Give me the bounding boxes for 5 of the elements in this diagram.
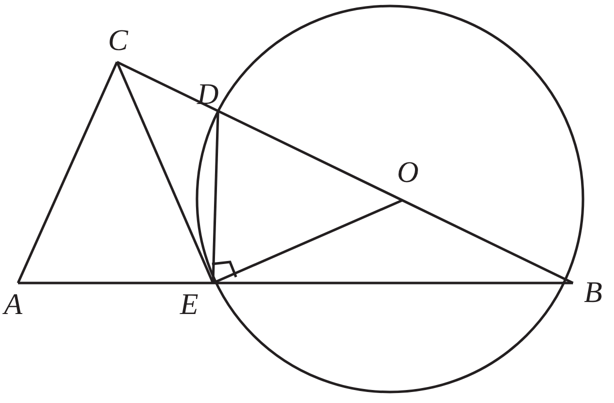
point-label: A (4, 290, 22, 320)
point-label: B (584, 278, 602, 308)
point-label: E (180, 290, 198, 320)
point-label: C (108, 26, 128, 56)
point-label: O (397, 158, 419, 188)
